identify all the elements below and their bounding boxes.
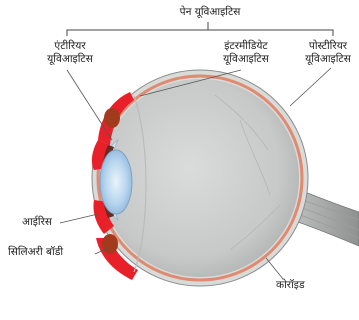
anterior-line1: एंटीरियर xyxy=(30,40,110,53)
lens xyxy=(100,150,132,214)
posterior-leader xyxy=(290,68,331,106)
choroid-leader xyxy=(266,258,283,279)
ciliary-body-shape xyxy=(102,234,118,254)
anterior-uveitis-label: एंटीरियर यूविआइटिस xyxy=(30,40,110,66)
posterior-line2: यूविआइटिस xyxy=(298,53,358,66)
ciliary-body-label: सिलिअरी बॉडी xyxy=(8,246,63,259)
iris-leader xyxy=(60,214,98,223)
intermediate-uveitis-label: इंटरमीडियेट यूविआइटिस xyxy=(205,40,287,66)
ciliary-body-shape-upper xyxy=(104,108,120,128)
iris-label: आईरिस xyxy=(22,216,52,229)
pan-uveitis-label: पेन यूविआइटिस xyxy=(160,6,260,19)
anterior-line2: यूविआइटिस xyxy=(30,53,110,66)
intermediate-line2: यूविआइटिस xyxy=(205,53,287,66)
pan-uveitis-bracket xyxy=(67,22,333,36)
anterior-leader xyxy=(67,70,112,140)
intermediate-line1: इंटरमीडियेट xyxy=(205,40,287,53)
posterior-uveitis-label: पोस्टीरियर यूविआइटिस xyxy=(298,40,358,66)
choroid-label: कोरॉइड xyxy=(276,279,305,292)
posterior-line1: पोस्टीरियर xyxy=(298,40,358,53)
